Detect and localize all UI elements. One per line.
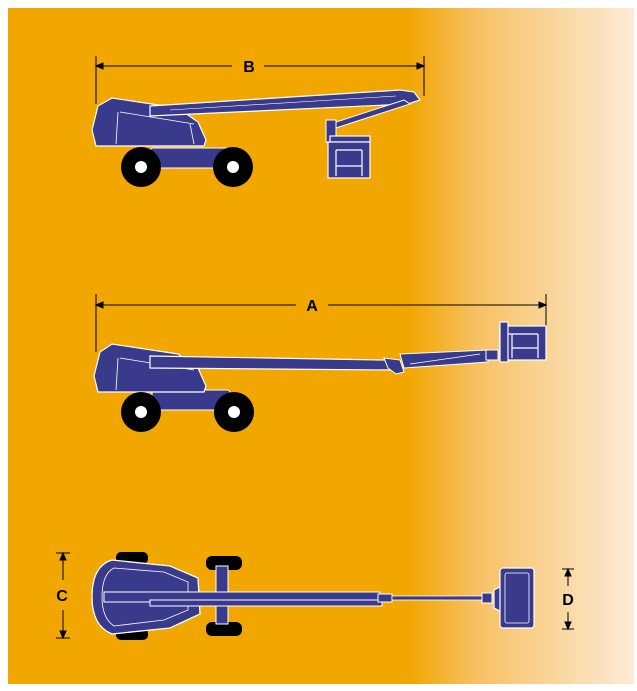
front-tire — [121, 147, 161, 187]
dimension-b — [94, 56, 426, 104]
dimension-label-c: C — [56, 588, 68, 605]
front-tire — [121, 392, 161, 432]
rear-tire — [214, 392, 254, 432]
rear-tire — [213, 147, 253, 187]
side-view-extended: A — [93, 294, 548, 432]
dimension-a — [94, 294, 548, 352]
side-view-retracted: B — [91, 56, 426, 187]
tire-top-right — [206, 556, 242, 570]
platform-basket — [327, 135, 371, 179]
top-view: C D — [56, 551, 574, 640]
jib-arm-top — [391, 595, 483, 601]
platform-basket — [499, 321, 547, 363]
tire-bottom-right — [206, 622, 242, 636]
dimension-label-d: D — [562, 592, 574, 609]
dimension-label-b: B — [243, 59, 255, 76]
platform-top — [493, 567, 535, 629]
dimension-d — [562, 567, 574, 631]
dimension-label-a: A — [306, 298, 318, 315]
dimension-c — [56, 551, 70, 640]
